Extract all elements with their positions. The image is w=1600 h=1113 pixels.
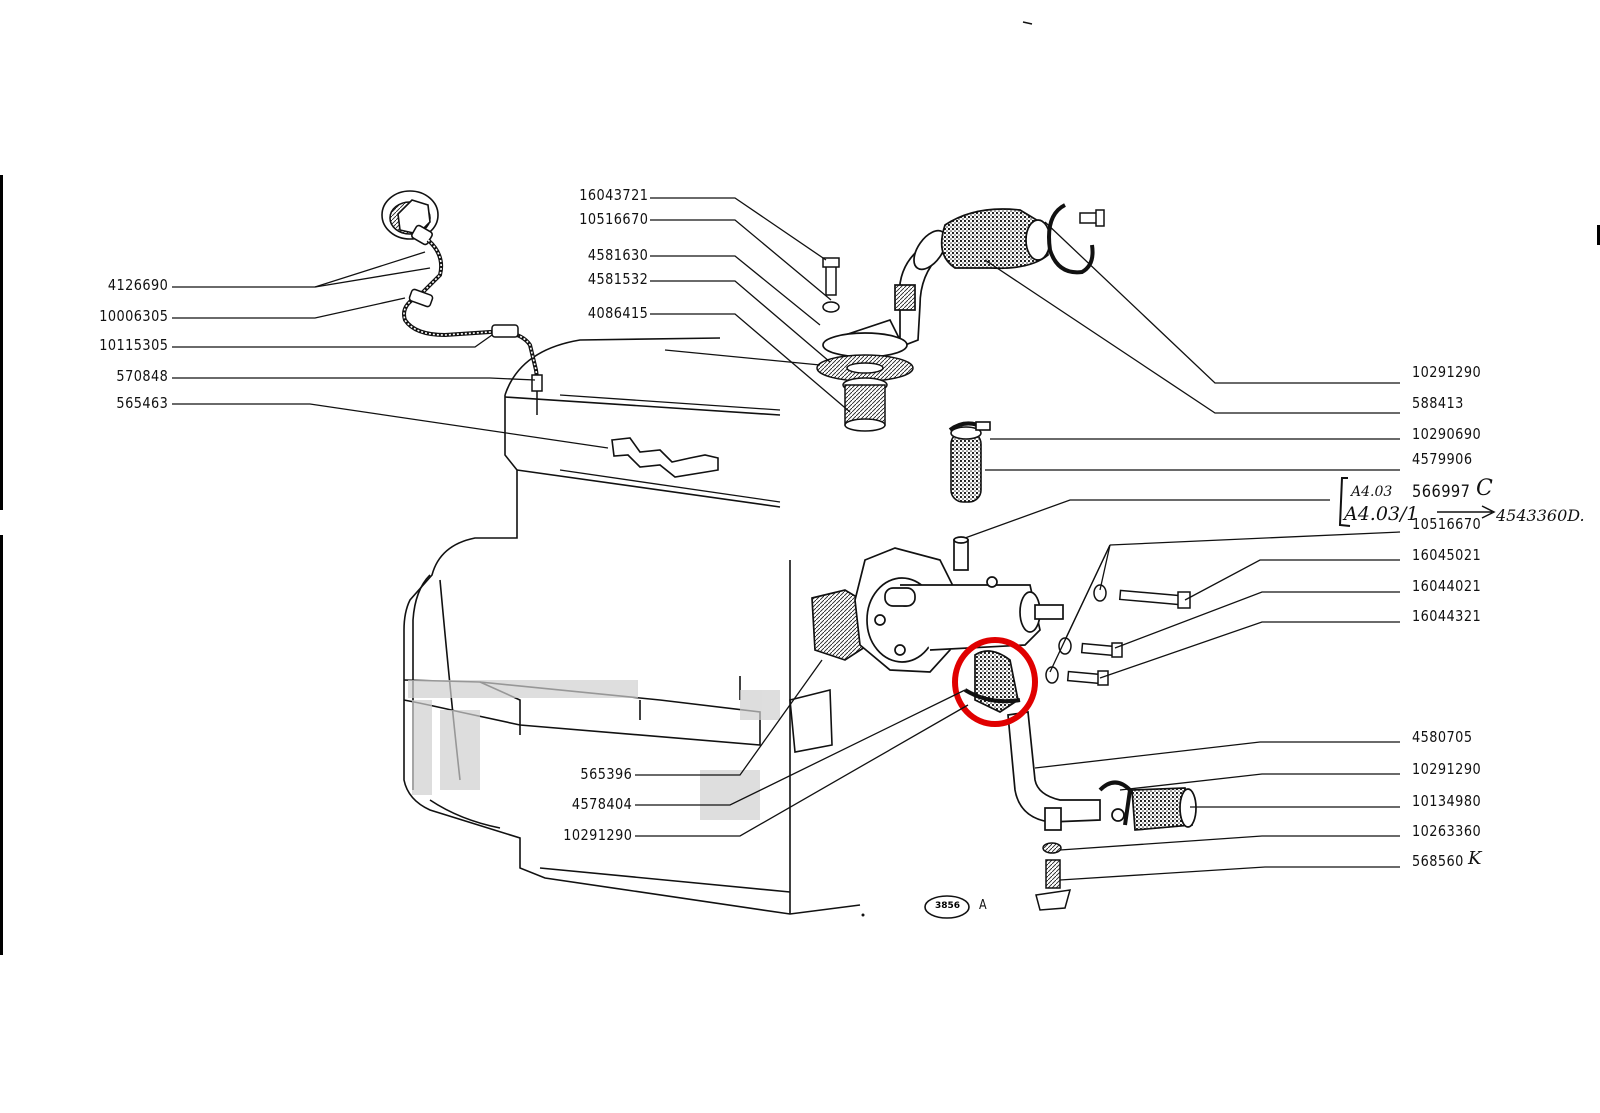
part-label: 4581532: [587, 270, 648, 288]
part-label: 10291290: [1412, 363, 1482, 381]
part-label: 4086415: [587, 304, 648, 322]
part-label: 10290690: [1412, 425, 1482, 443]
hose-clamp: [1047, 203, 1095, 275]
handwritten-box-line1: A4.03: [1351, 484, 1393, 500]
elbow-bolt: [822, 257, 840, 313]
part-label: 4580705: [1412, 728, 1473, 746]
part-label: 570848: [116, 367, 168, 385]
oil-pressure-sender: [381, 190, 439, 246]
part-label: 588413: [1412, 394, 1464, 412]
wire-bracket: [611, 437, 719, 478]
handwritten-bracket: [1338, 477, 1351, 527]
scan-edge-left: [0, 175, 3, 510]
sender-wire: [402, 238, 540, 386]
part-label: 10291290: [1412, 760, 1482, 778]
part-label: 10516670: [578, 210, 648, 228]
part-label: 565463: [116, 394, 168, 412]
block-shading: [408, 680, 780, 820]
part-label: 16043721: [578, 186, 648, 204]
part-label: 10291290: [562, 826, 632, 844]
lower-pipe: [1007, 711, 1101, 831]
elbow-gasket: [816, 354, 914, 382]
scan-edge-right: [1597, 225, 1600, 245]
part-label: 4579906: [1412, 450, 1473, 468]
part-label: 10006305: [98, 307, 168, 325]
part-label: 4578404: [571, 795, 632, 813]
figure-ref-letter: A: [979, 898, 988, 913]
part-label: 10134980: [1412, 792, 1482, 810]
part-label: 565396: [580, 765, 632, 783]
highlight-circle: [952, 637, 1038, 727]
part-label: 10516670: [1412, 515, 1482, 533]
lower-hose: [1098, 780, 1197, 831]
pump-bolts: [1045, 584, 1191, 686]
handwritten-note: 4543360D.: [1496, 506, 1585, 525]
upper-hose: [940, 208, 1051, 270]
thermostat: [842, 377, 888, 432]
drain-tap: [1035, 842, 1072, 911]
water-pump: [811, 536, 1064, 673]
part-label: 16044021: [1412, 577, 1482, 595]
handwritten-suffix: C: [1476, 476, 1493, 501]
pump-inlet-hose: [963, 650, 1021, 713]
leader-lines: [172, 197, 1401, 881]
part-label: 10115305: [98, 336, 168, 354]
part-label: 568560: [1412, 852, 1464, 870]
wire-clip: [408, 288, 543, 415]
outlet-elbow: [822, 229, 947, 358]
figure-ref-number: 3856: [935, 901, 961, 911]
figure-ref-oval: [924, 895, 970, 919]
handwritten-box-line2: A4.03/1: [1344, 503, 1419, 525]
part-label: 4581630: [587, 246, 648, 264]
part-label: 566997: [1412, 482, 1471, 502]
part-label: 16045021: [1412, 546, 1482, 564]
part-label: 16044321: [1412, 607, 1482, 625]
scan-edge-left-lower: [0, 535, 3, 955]
bypass-hose: [948, 421, 991, 503]
handwritten-suffix-k: K: [1468, 848, 1482, 869]
part-label: 4126690: [107, 276, 168, 294]
part-label: 10263360: [1412, 822, 1482, 840]
